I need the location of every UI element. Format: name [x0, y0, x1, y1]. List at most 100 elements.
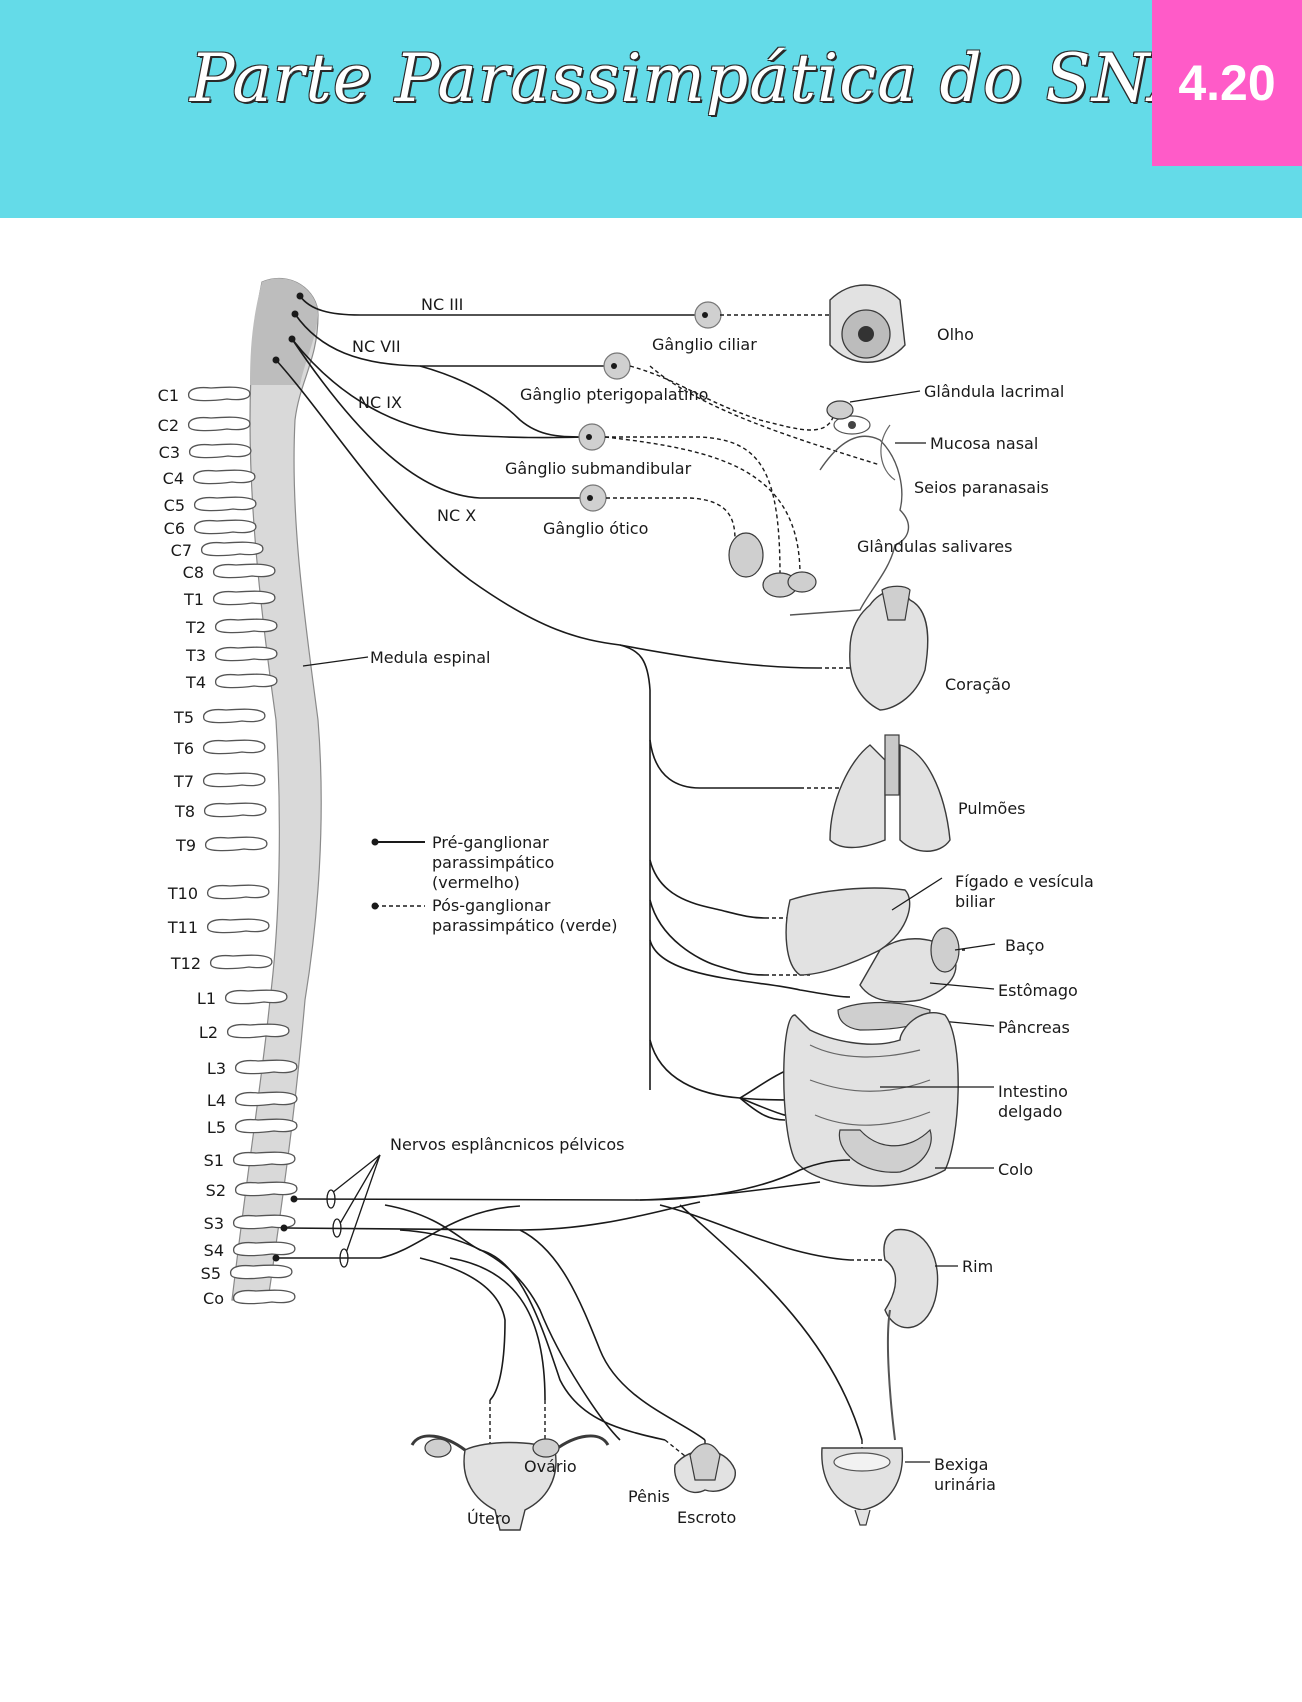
- legend-pre-l1: Pré-ganglionar: [432, 833, 549, 852]
- vertebra: [232, 1241, 296, 1257]
- segment-label: C4: [163, 469, 184, 488]
- ganglia: [578, 301, 722, 512]
- vertebra: [212, 590, 276, 606]
- vertebra: [234, 1059, 298, 1075]
- vertebra: [193, 496, 257, 512]
- label-olho: Olho: [937, 325, 974, 344]
- segment-label: T5: [173, 708, 194, 727]
- label-nc7: NC VII: [352, 337, 401, 356]
- bladder-organ: [821, 1447, 904, 1526]
- label-ganglio-pterigopalatino: Gânglio pterigopalatino: [520, 385, 708, 404]
- abdominal-organs: [785, 887, 960, 1031]
- pelvic-nerves: [272, 1154, 863, 1441]
- male-genital-organ: [674, 1443, 736, 1493]
- legend-pos-l2: parassimpático (verde): [432, 916, 618, 935]
- vertebra: [232, 1289, 296, 1305]
- vertebra: [200, 541, 264, 557]
- segment-label: L4: [207, 1091, 226, 1110]
- label-ganglio-submandibular: Gânglio submandibular: [505, 459, 692, 478]
- segment-label: C1: [158, 386, 179, 405]
- vertebra: [202, 708, 266, 724]
- face-profile: [728, 400, 910, 616]
- label-penis: Pênis: [628, 1487, 670, 1506]
- label-seios-paranasais: Seios paranasais: [914, 478, 1049, 497]
- vertebral-column: [187, 386, 298, 1305]
- kidney-organ: [883, 1228, 939, 1441]
- vertebra: [229, 1264, 293, 1280]
- label-rim: Rim: [962, 1257, 993, 1276]
- vertebra: [204, 836, 268, 852]
- segment-label: T2: [185, 618, 206, 637]
- segment-label: T6: [173, 739, 194, 758]
- segment-label: T3: [185, 646, 206, 665]
- vertebra: [206, 884, 270, 900]
- page-number-badge: 4.20: [1152, 0, 1302, 166]
- label-ganglio-otico: Gânglio ótico: [543, 519, 648, 538]
- segment-labels: C1C2C3C4C5C6C7C8T1T2T3T4T5T6T7T8T9T10T11…: [158, 386, 226, 1308]
- segment-label: T11: [167, 918, 198, 937]
- segment-label: C6: [164, 519, 185, 538]
- segment-label: S5: [201, 1264, 221, 1283]
- vertebra: [203, 802, 267, 818]
- segment-label: S1: [204, 1151, 224, 1170]
- vertebra: [214, 673, 278, 689]
- legend: [371, 838, 425, 910]
- label-bexiga-l1: Bexiga: [934, 1455, 988, 1474]
- vertebra: [234, 1181, 298, 1197]
- vertebra: [232, 1151, 296, 1167]
- label-escroto: Escroto: [677, 1508, 736, 1527]
- segment-label: C2: [158, 416, 179, 435]
- segment-label: C7: [171, 541, 192, 560]
- label-estomago: Estômago: [998, 981, 1078, 1000]
- label-figado-l2: biliar: [955, 892, 995, 911]
- pelvic-post-fibers: [489, 1259, 885, 1480]
- label-coracao: Coração: [945, 675, 1011, 694]
- label-nc9: NC IX: [358, 393, 402, 412]
- vertebra: [212, 563, 276, 579]
- segment-label: S3: [204, 1214, 224, 1233]
- label-ovario: Ovário: [524, 1457, 577, 1476]
- vertebra: [206, 918, 270, 934]
- header-bar: [0, 0, 1302, 218]
- legend-pre-l3: (vermelho): [432, 873, 520, 892]
- label-ganglio-ciliar: Gânglio ciliar: [652, 335, 757, 354]
- label-bexiga-l2: urinária: [934, 1475, 996, 1494]
- label-utero: Útero: [467, 1509, 511, 1528]
- label-figado-l1: Fígado e vesícula: [955, 872, 1094, 891]
- label-intestino-l1: Intestino: [998, 1082, 1068, 1101]
- vagus-branches: [619, 644, 851, 1121]
- label-mucosa-nasal: Mucosa nasal: [930, 434, 1038, 453]
- segment-label: S2: [206, 1181, 226, 1200]
- label-pancreas: Pâncreas: [998, 1018, 1070, 1037]
- vertebra: [232, 1214, 296, 1230]
- label-colo: Colo: [998, 1160, 1033, 1179]
- segment-label: L3: [207, 1059, 226, 1078]
- segment-label: T7: [173, 772, 194, 791]
- label-medula-espinal: Medula espinal: [370, 648, 490, 667]
- spinal-cord: [231, 277, 322, 1301]
- vertebra: [234, 1091, 298, 1107]
- vertebra: [214, 646, 278, 662]
- segment-label: C3: [159, 443, 180, 462]
- segment-label: T1: [183, 590, 204, 609]
- vertebra: [224, 989, 288, 1005]
- vertebra: [234, 1118, 298, 1134]
- segment-label: L5: [207, 1118, 226, 1137]
- lungs-organ: [829, 734, 951, 852]
- legend-pos-l1: Pós-ganglionar: [432, 896, 551, 915]
- label-glandulas-salivares: Glândulas salivares: [857, 537, 1012, 556]
- segment-label: T10: [167, 884, 198, 903]
- segment-label: T9: [175, 836, 196, 855]
- vertebra: [226, 1023, 290, 1039]
- intestines-organ: [783, 1012, 959, 1187]
- segment-label: C5: [164, 496, 185, 515]
- vertebra: [188, 443, 252, 459]
- vertebra: [187, 386, 251, 402]
- segment-label: S4: [204, 1241, 224, 1260]
- segment-label: L2: [199, 1023, 218, 1042]
- label-glandula-lacrimal: Glândula lacrimal: [924, 382, 1064, 401]
- vertebra: [192, 469, 256, 485]
- vertebra: [202, 739, 266, 755]
- label-nervos-pelvicos: Nervos esplâncnicos pélvicos: [390, 1135, 624, 1154]
